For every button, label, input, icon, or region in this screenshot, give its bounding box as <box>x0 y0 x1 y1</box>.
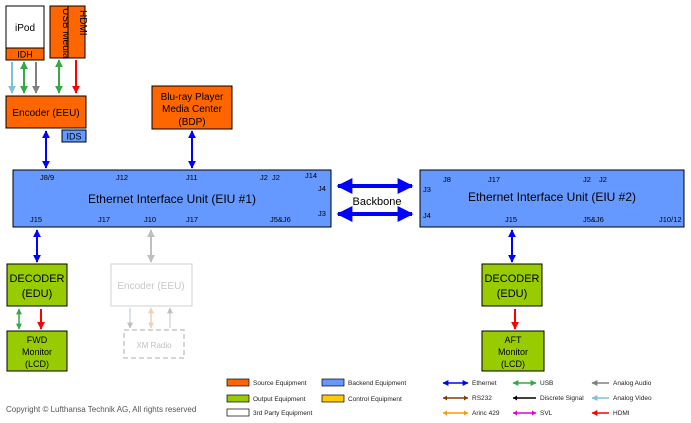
bluray-label-2: Media Center <box>162 104 223 115</box>
legend-label-svl: SVL <box>540 410 553 417</box>
decoder1-label-2: (EDU) <box>22 288 53 300</box>
aft-label-2: Monitor <box>498 347 528 357</box>
decoder2-node: DECODER (EDU) <box>481 263 543 307</box>
ghost-encoder-label: Encoder (EEU) <box>117 281 184 292</box>
bluray-node: Blu-ray Player Media Center (BDP) <box>151 85 233 130</box>
decoder2-label-1: DECODER <box>484 273 539 285</box>
aft-label-3: (LCD) <box>501 359 525 369</box>
legend-label-third-party: 3rd Party Equipment <box>253 410 312 417</box>
eiu1-port: J11 <box>186 173 198 182</box>
legend-label-backend: Backend Equipment <box>348 380 406 387</box>
ipod-label: iPod <box>15 23 35 34</box>
fwd-label-1: FWD <box>27 335 48 345</box>
legend-label-usb: USB <box>540 380 553 387</box>
eiu2-port: J15 <box>505 215 517 224</box>
legend-arrow-discrete <box>513 395 517 401</box>
backbone-label: Backbone <box>353 196 402 208</box>
eiu2-port: J4 <box>423 211 431 220</box>
legend-swatch-source <box>226 378 250 387</box>
usb-media-node: USB Media <box>49 5 71 59</box>
encoder-node: Encoder (EEU) <box>5 95 87 129</box>
ghost-xm-node: XM Radio <box>123 329 185 359</box>
hdmi-label: HDMI <box>77 10 88 36</box>
eiu2-port: J10/12 <box>659 215 682 224</box>
eiu1-port: J15 <box>30 215 42 224</box>
eiu2-port: J17 <box>488 175 500 184</box>
ids-label: IDS <box>66 132 81 142</box>
legend-swatch-control <box>321 394 345 403</box>
legend-label-analog-video: Analog Video <box>613 395 652 402</box>
aft-label-1: AFT <box>505 335 523 345</box>
equipment-legend: Source Equipment Backend Equipment Outpu… <box>226 378 406 417</box>
legend-label-arinc: Arinc 429 <box>472 410 500 417</box>
bluray-label-3: (BDP) <box>178 117 205 128</box>
eiu1-port: J14 <box>305 171 317 180</box>
eiu1-port: J10 <box>144 215 156 224</box>
ghost-xm-label: XM Radio <box>136 341 172 350</box>
eiu1-port: J12 <box>116 173 128 182</box>
eiu2-port: J5&J6 <box>583 215 604 224</box>
fwd-monitor-node: FWD Monitor (LCD) <box>6 330 68 372</box>
legend-label-output: Output Equipment <box>253 396 306 403</box>
eiu2-node: Ethernet Interface Unit (EIU #2) J3 J8 J… <box>419 169 685 228</box>
legend-label-source: Source Equipment <box>253 380 307 387</box>
fwd-label-2: Monitor <box>22 347 52 357</box>
eiu1-port: J8/9 <box>40 173 54 182</box>
ids-node: IDS <box>61 129 87 143</box>
signal-legend: Ethernet USB Analog Audio RS232 Discrete… <box>442 380 652 417</box>
bluray-label-1: Blu-ray Player <box>161 92 224 103</box>
legend-swatch-third-party <box>226 408 250 417</box>
legend-label-hdmi: HDMI <box>613 410 630 417</box>
eiu1-port: J5&J6 <box>270 215 291 224</box>
legend-swatch-output <box>226 394 250 403</box>
eiu1-port: J17 <box>186 215 198 224</box>
legend-label-ethernet: Ethernet <box>472 380 497 387</box>
eiu1-port: J17 <box>98 215 110 224</box>
eiu1-node: Ethernet Interface Unit (EIU #1) J8/9 J1… <box>12 169 332 228</box>
usb-media-label: USB Media <box>60 8 71 59</box>
ghost-encoder-node: Encoder (EEU) <box>110 263 193 307</box>
legend-label-analog-audio: Analog Audio <box>613 380 652 387</box>
eiu1-port: J2 <box>260 173 268 182</box>
fwd-label-3: (LCD) <box>25 359 49 369</box>
legend-label-discrete: Discrete Signal <box>540 395 584 402</box>
eiu1-title: Ethernet Interface Unit (EIU #1) <box>88 192 256 206</box>
legend-swatch-backend <box>321 378 345 387</box>
eiu1-port: J2 <box>272 173 280 182</box>
legend-label-control: Control Equipment <box>348 396 402 403</box>
eiu2-port: J2 <box>583 175 591 184</box>
decoder1-label-1: DECODER <box>9 273 64 285</box>
idh-box <box>5 47 45 61</box>
eiu2-title: Ethernet Interface Unit (EIU #2) <box>468 190 636 204</box>
decoder2-label-2: (EDU) <box>497 288 528 300</box>
decoder1-node: DECODER (EDU) <box>6 263 68 307</box>
hdmi-node: HDMI <box>67 5 88 59</box>
aft-monitor-node: AFT Monitor (LCD) <box>481 330 545 372</box>
ipod-node: iPod IDH <box>5 5 45 61</box>
idh-label: IDH <box>17 50 33 60</box>
eiu1-port: J3 <box>318 209 326 218</box>
eiu2-port: J2 <box>599 175 607 184</box>
legend-label-rs232: RS232 <box>472 395 492 402</box>
encoder-label: Encoder (EEU) <box>12 108 79 119</box>
copyright-text: Copyright © Lufthansa Technik AG, All ri… <box>6 405 197 414</box>
eiu2-port: J3 <box>423 185 431 194</box>
eiu1-port: J4 <box>318 184 326 193</box>
eiu2-port: J8 <box>443 175 451 184</box>
